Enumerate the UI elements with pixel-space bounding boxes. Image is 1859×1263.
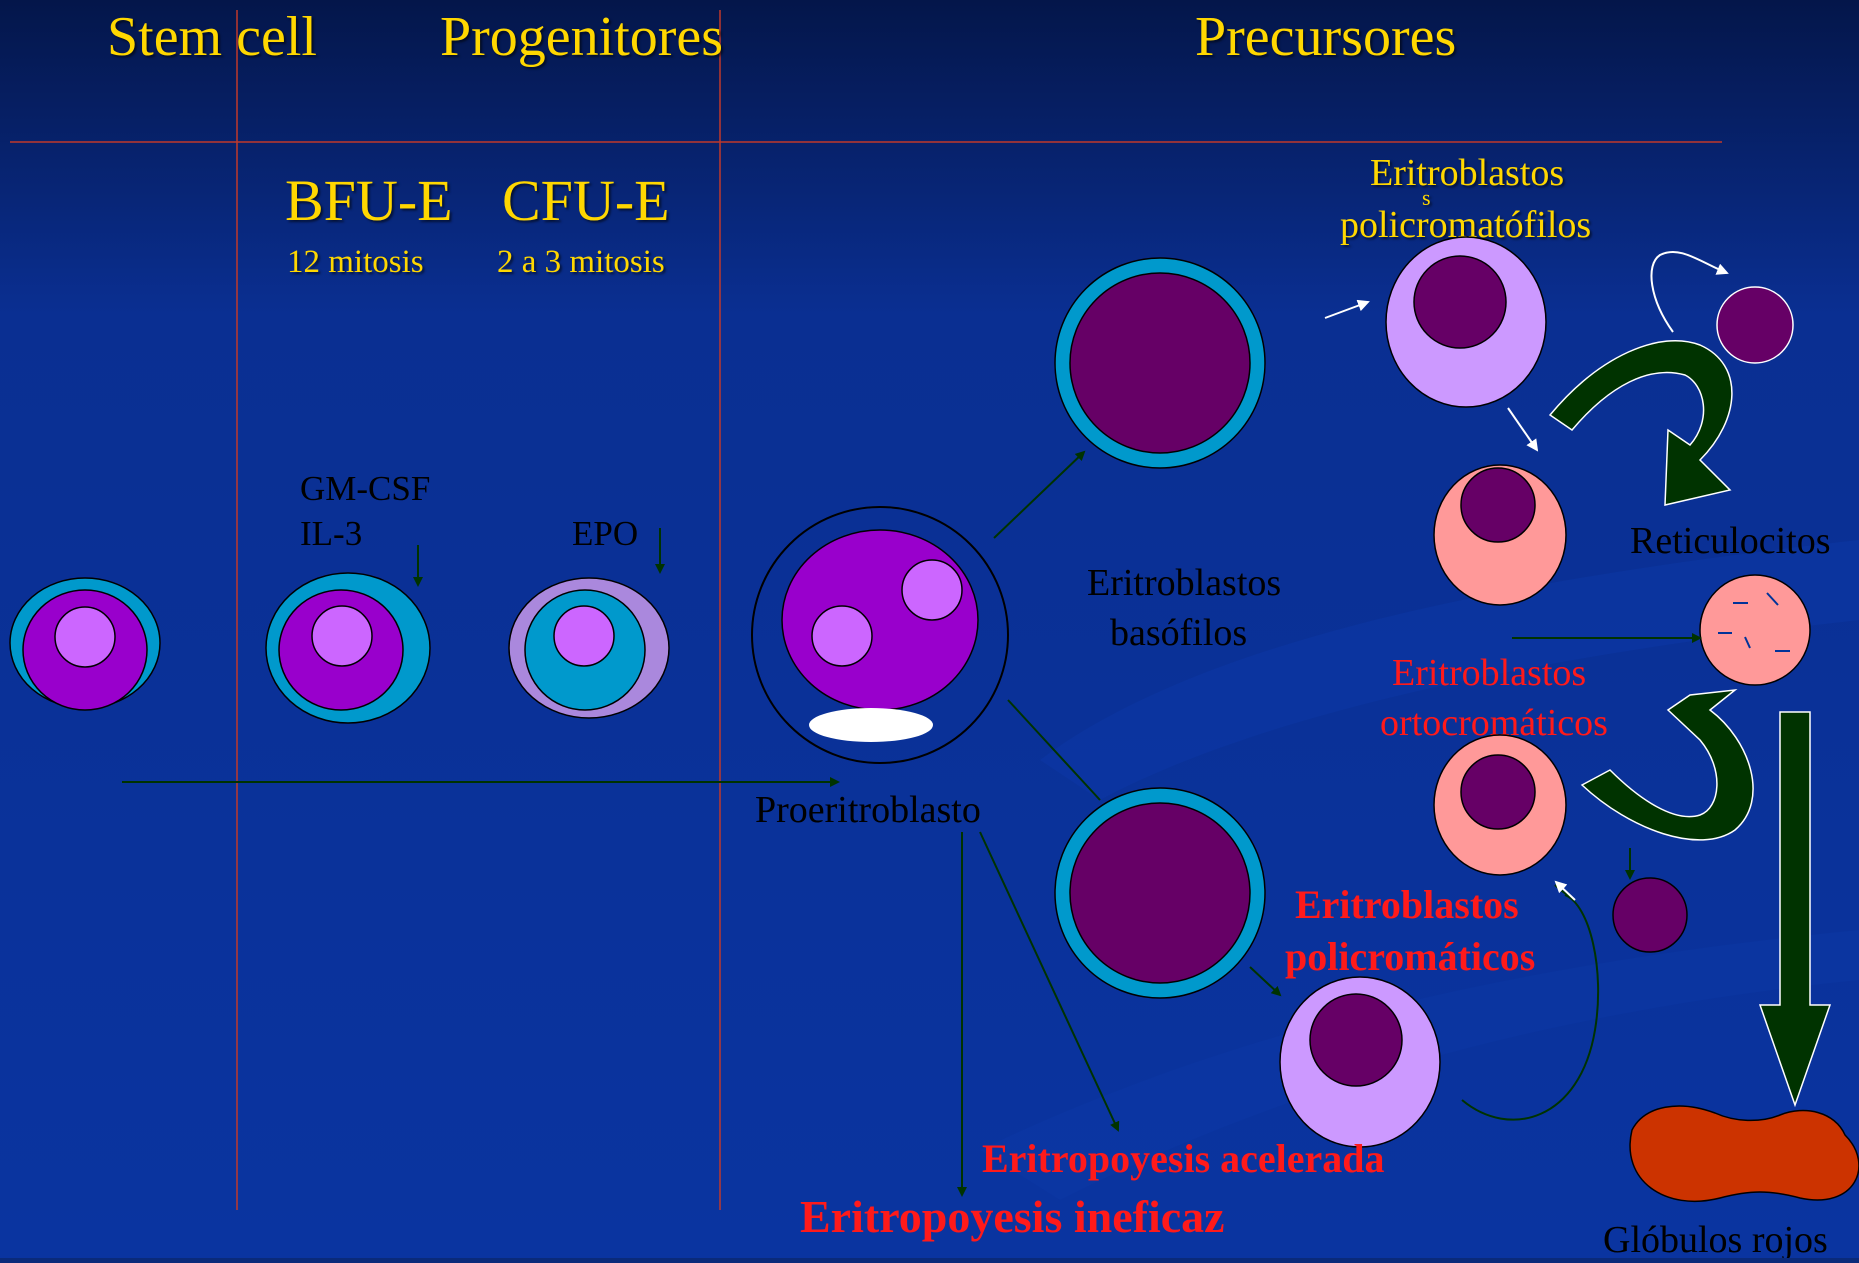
bfu-e-cell bbox=[266, 573, 430, 723]
label-policromatofilos-1: Eritroblastos bbox=[1370, 152, 1564, 194]
label-cfu-e: CFU-E bbox=[502, 168, 670, 233]
label-eritropoyesis-ineficaz: Eritropoyesis ineficaz bbox=[800, 1191, 1225, 1242]
expelled-nucleus-top bbox=[1717, 287, 1793, 363]
header-progenitores: Progenitores bbox=[440, 6, 723, 68]
reticulocyte-cell bbox=[1700, 575, 1810, 685]
label-proeritroblasto: Proeritroblasto bbox=[755, 789, 981, 831]
label-epo: EPO bbox=[572, 514, 638, 553]
label-globulos-rojos: Glóbulos rojos bbox=[1603, 1219, 1828, 1258]
header-precursores: Precursores bbox=[1195, 6, 1456, 68]
label-bfu-e: BFU-E bbox=[285, 168, 453, 233]
label-basofilos-2: basófilos bbox=[1110, 612, 1247, 654]
stem-cell bbox=[10, 578, 160, 710]
polychromatic-cell bbox=[1280, 977, 1440, 1147]
label-il-3: IL-3 bbox=[300, 514, 362, 553]
label-gm-csf: GM-CSF bbox=[300, 469, 430, 508]
label-basofilos-1: Eritroblastos bbox=[1087, 562, 1281, 604]
label-reticulocitos: Reticulocitos bbox=[1630, 520, 1831, 562]
cfu-e-cell bbox=[509, 578, 669, 718]
orthochromatic-cell-bottom bbox=[1434, 735, 1566, 875]
label-cfu-mitosis: 2 a 3 mitosis bbox=[497, 244, 665, 280]
polychromatophilic-cell bbox=[1386, 237, 1546, 407]
label-ortocromaticos-1: Eritroblastos bbox=[1392, 652, 1586, 694]
basophilic-cell-top bbox=[1055, 258, 1265, 468]
label-eritropoyesis-acelerada: Eritropoyesis acelerada bbox=[982, 1136, 1385, 1181]
label-policromaticos-2: policromáticos bbox=[1285, 934, 1535, 979]
expelled-nucleus-bottom bbox=[1613, 878, 1687, 952]
label-policromaticos-1: Eritroblastos bbox=[1295, 882, 1519, 927]
label-bfu-mitosis: 12 mitosis bbox=[287, 244, 424, 280]
header-stem-cell: Stem cell bbox=[107, 6, 317, 68]
basophilic-cell-bottom bbox=[1055, 788, 1265, 998]
red-blood-cell bbox=[1630, 1106, 1859, 1201]
orthochromatic-cell-top bbox=[1434, 465, 1566, 605]
